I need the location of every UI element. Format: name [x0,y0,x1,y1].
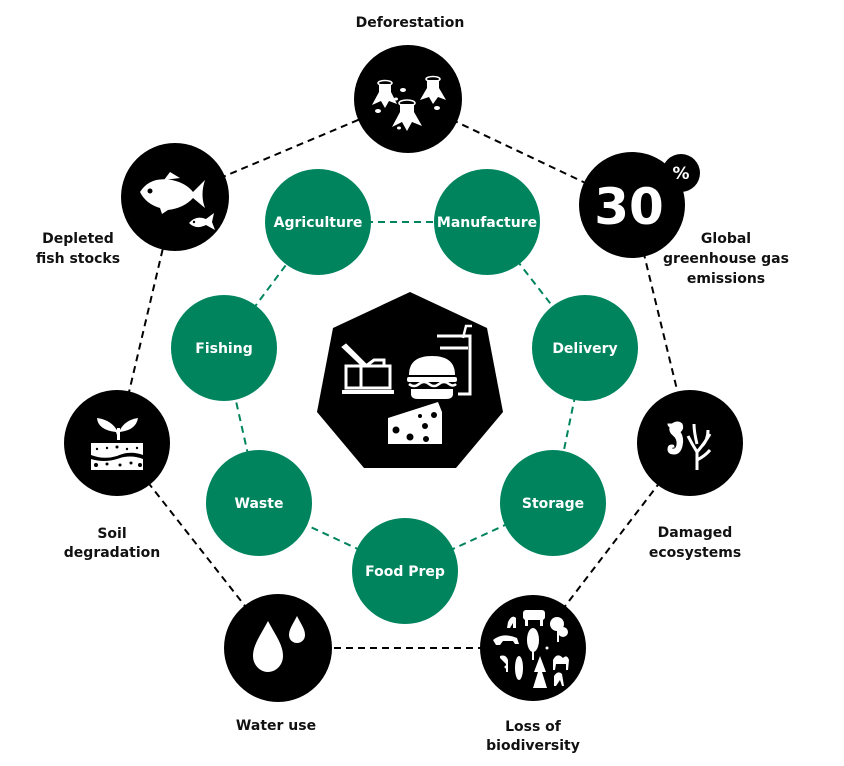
cheese-icon [388,402,442,444]
stage-waste-label: Waste [235,496,284,512]
impact-ecosystems [637,390,743,496]
stage-storage: Storage [500,450,606,556]
stage-delivery-label: Delivery [552,341,617,357]
impact-ghg-circle [579,152,685,258]
impact-fish-line2: fish stocks [36,251,120,267]
impact-biodiversity: Loss of biodiversity [480,595,586,754]
animals-trees-icon [493,610,569,688]
impact-water: Water use [224,594,332,734]
drink-cup-icon [437,324,472,396]
stage-storage-circle [500,450,606,556]
impact-deforestation-circle [354,45,462,153]
stage-food-prep-circle [352,518,458,624]
stage-agriculture-circle [265,169,371,275]
impact-fish-line1: Depleted [42,231,114,247]
stage-manufacture-label: Manufacture [437,215,537,231]
impact-ghg-line1: Global [701,231,751,247]
ghg-value: 30 [594,178,664,236]
impact-deforestation: Deforestation [354,15,464,153]
burger-icon [407,356,457,399]
impact-biodiversity-line1: Loss of [505,719,562,735]
impact-ghg: 30 % [579,152,700,258]
stage-storage-label: Storage [522,496,584,512]
stage-waste: Waste [206,450,312,556]
percent-badge-circle [662,154,700,192]
stage-fishing-circle [171,295,277,401]
stage-waste-circle [206,450,312,556]
seedling-soil-icon [91,418,143,470]
stage-agriculture: Agriculture [265,169,371,275]
stage-manufacture: Manufacture [434,169,540,275]
impact-fish: Depleted fish stocks [36,143,229,267]
impact-soil: Soil degradation [64,390,170,561]
stage-food-prep-label: Food Prep [365,564,445,580]
stage-food-prep: Food Prep [352,518,458,624]
water-drops-icon [253,616,305,672]
impact-ecosystems-line2: ecosystems [649,545,741,561]
impact-soil-line2: degradation [64,545,160,561]
impact-ecosystems-line1: Damaged [658,525,733,541]
impact-deforestation-label: Deforestation [356,15,465,31]
impact-ghg-line3: emissions [687,271,765,287]
tree-stumps-icon [372,75,446,131]
seahorse-coral-icon [667,421,712,470]
knife-butter-dish-icon [341,343,394,394]
fish-icon [140,172,215,230]
stage-fishing-label: Fishing [195,341,252,357]
center-heptagon [317,292,503,468]
stage-agriculture-label: Agriculture [274,215,363,231]
stage-delivery: Delivery [532,295,638,401]
impact-water-label: Water use [236,718,316,734]
stage-delivery-circle [532,295,638,401]
impact-ghg-line2: greenhouse gas [663,251,789,267]
ghg-unit: % [672,164,689,184]
impact-soil-line1: Soil [97,526,126,542]
stage-fishing: Fishing [171,295,277,401]
stage-manufacture-circle [434,169,540,275]
impact-biodiversity-line2: biodiversity [486,738,580,754]
